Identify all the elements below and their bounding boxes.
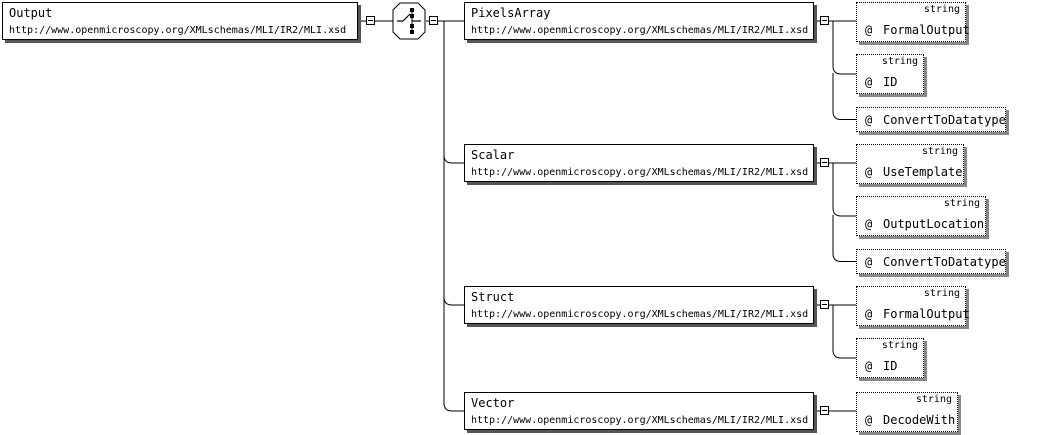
element-vector[interactable]: Vector http://www.openmicroscopy.org/XMLs… (464, 392, 814, 430)
attribute-at-icon: @ (865, 413, 873, 427)
attribute-name: FormalOutput (883, 307, 970, 321)
trunk-branch-line (443, 23, 464, 164)
element-name: PixelsArray (471, 6, 551, 20)
attribute-type: string (923, 4, 960, 15)
root-element-namespace: http://www.openmicroscopy.org/XMLschemas… (9, 25, 347, 36)
element-pixelsarray[interactable]: PixelsArray http://www.openmicroscopy.org… (464, 2, 814, 40)
attribute-outputlocation[interactable]: string @ OutputLocation (856, 196, 986, 236)
element-collapse-toggle[interactable] (820, 16, 829, 25)
attribute-name: DecodeWith (883, 413, 956, 427)
element-collapse-toggle[interactable] (820, 406, 829, 415)
attribute-at-icon: @ (865, 165, 873, 179)
attribute-type: string (915, 394, 952, 405)
trunk-branch-line (443, 165, 464, 306)
attribute-name: ConvertToDatatype (883, 254, 1006, 269)
attribute-name: ID (883, 359, 898, 373)
element-collapse-toggle[interactable] (820, 158, 829, 167)
attribute-type: string (923, 288, 960, 299)
attribute-at-icon: @ (865, 359, 873, 373)
compositor-collapse-toggle[interactable] (429, 16, 438, 25)
attribute-type: string (881, 56, 918, 67)
element-scalar[interactable]: Scalar http://www.openmicroscopy.org/XMLs… (464, 144, 814, 182)
element-name: Vector (471, 396, 515, 410)
attribute-converttodatatype[interactable]: @ ConvertToDatatype (856, 107, 1006, 132)
element-name: Struct (471, 290, 515, 304)
element-namespace: http://www.openmicroscopy.org/XMLschemas… (471, 309, 809, 320)
element-namespace: http://www.openmicroscopy.org/XMLschemas… (471, 415, 809, 426)
attribute-branch-line (832, 73, 856, 120)
attribute-converttodatatype[interactable]: @ ConvertToDatatype (856, 249, 1006, 274)
attribute-at-icon: @ (865, 217, 873, 231)
attribute-name: OutputLocation (883, 217, 985, 231)
attribute-name: UseTemplate (883, 165, 963, 179)
attribute-branch-line (832, 163, 856, 217)
attribute-at-icon: @ (865, 23, 873, 37)
attribute-formaloutput[interactable]: string @ FormalOutput (856, 2, 970, 42)
attribute-usetemplate[interactable]: string @ UseTemplate (856, 144, 964, 184)
trunk-branch-line (443, 307, 464, 412)
choice-compositor-icon[interactable] (392, 2, 426, 40)
attribute-at-icon: @ (865, 307, 873, 321)
element-namespace: http://www.openmicroscopy.org/XMLschemas… (471, 167, 809, 178)
element-name: Scalar (471, 148, 515, 162)
attribute-branch-line (832, 21, 856, 75)
attribute-branch-line (832, 215, 856, 262)
attribute-type: string (921, 146, 958, 157)
element-collapse-toggle[interactable] (820, 300, 829, 309)
element-struct[interactable]: Struct http://www.openmicroscopy.org/XMLs… (464, 286, 814, 324)
attribute-name: ConvertToDatatype (883, 112, 1006, 127)
element-namespace: http://www.openmicroscopy.org/XMLschemas… (471, 25, 809, 36)
attribute-id[interactable]: string @ ID (856, 54, 924, 94)
root-collapse-toggle[interactable] (366, 16, 375, 25)
attribute-at-icon: @ (865, 112, 873, 127)
attribute-at-icon: @ (865, 75, 873, 89)
root-element-output[interactable]: Output http://www.openmicroscopy.org/XML… (2, 2, 358, 40)
attribute-name: ID (883, 75, 898, 89)
attribute-formaloutput[interactable]: string @ FormalOutput (856, 286, 970, 326)
root-element-name: Output (9, 6, 53, 20)
attribute-name: FormalOutput (883, 23, 970, 37)
attribute-id[interactable]: string @ ID (856, 338, 924, 378)
attribute-type: string (881, 340, 918, 351)
attribute-type: string (943, 198, 980, 209)
attribute-decodewith[interactable]: string @ DecodeWith (856, 392, 958, 432)
attribute-branch-line (832, 305, 856, 359)
attribute-at-icon: @ (865, 254, 873, 269)
